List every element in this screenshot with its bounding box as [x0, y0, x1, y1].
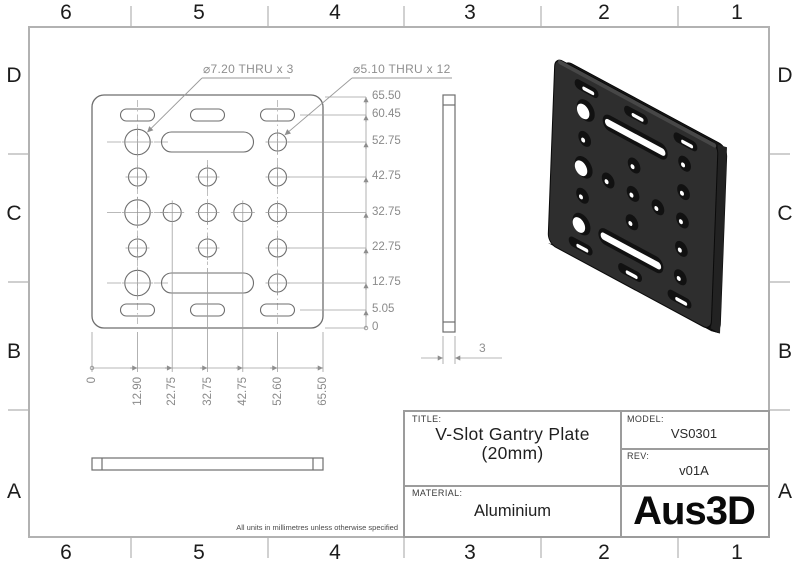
zone-col-bottom-6: 6 [60, 541, 72, 564]
rev-label: REV: [627, 451, 650, 461]
large-hole-callout: ⌀7.20 THRU x 3 [203, 62, 294, 76]
zone-ticks [8, 6, 790, 558]
zone-row-left-d: D [6, 64, 22, 87]
vdim-0: 0 [372, 321, 379, 333]
vdim-42-75: 42.75 [372, 170, 401, 182]
title-label: TITLE: [412, 414, 442, 424]
title-block-divider-vertical [620, 412, 622, 536]
vdim-60-45: 60.45 [372, 108, 401, 120]
zone-row-right-d: D [777, 64, 793, 87]
zone-row-right-c: C [777, 202, 793, 225]
title-block-divider-model-rev [620, 448, 768, 450]
zone-col-bottom-4: 4 [329, 541, 341, 564]
zone-col-top-1: 1 [731, 1, 743, 24]
hdim-52-60: 52.60 [271, 377, 284, 406]
zone-row-left-c: C [6, 202, 22, 225]
zone-col-top-4: 4 [329, 1, 341, 24]
horizontal-ordinate-dimensions [89, 224, 324, 372]
bottom-view [91, 457, 324, 471]
zone-row-right-a: A [777, 480, 792, 503]
drawing-border [28, 26, 770, 538]
zone-row-right-b: B [777, 340, 792, 363]
material-label: MATERIAL: [412, 488, 463, 498]
vdim-12-75: 12.75 [372, 276, 401, 288]
zone-col-bottom-3: 3 [464, 541, 476, 564]
small-hole-callout: ⌀5.10 THRU x 12 [353, 62, 451, 76]
title-block-divider-rev-logo [620, 485, 768, 487]
hdim-12-90: 12.90 [131, 377, 144, 406]
zone-col-top-5: 5 [193, 1, 205, 24]
vdim-5-05: 5.05 [372, 303, 395, 315]
title-block: TITLE: V-Slot Gantry Plate (20mm) MATERI… [403, 410, 770, 538]
model-value: VS0301 [670, 426, 718, 441]
hdim-42-75: 42.75 [237, 377, 249, 406]
front-view [91, 94, 324, 329]
vertical-ordinate-dimensions [288, 96, 369, 331]
zone-col-top-2: 2 [598, 1, 610, 24]
model-label: MODEL: [627, 414, 664, 424]
units-note: All units in millimetres unless otherwis… [236, 523, 398, 532]
rev-value: v01A [679, 463, 709, 478]
hdim-32-75: 32.75 [201, 377, 214, 406]
vdim-52-75: 52.75 [372, 135, 401, 147]
zone-row-left-b: B [6, 340, 21, 363]
hdim-0: 0 [86, 377, 98, 384]
zone-row-left-a: A [6, 480, 21, 503]
zone-col-bottom-5: 5 [193, 541, 205, 564]
thickness-dimension [421, 336, 502, 364]
drawing-title-line1: V-Slot Gantry Plate [435, 424, 590, 444]
title-block-divider-title-material [405, 485, 620, 487]
drawing-title-line2: (20mm) [481, 443, 544, 463]
isometric-view [547, 59, 728, 334]
hdim-22-75: 22.75 [166, 377, 178, 406]
zone-col-top-3: 3 [464, 1, 476, 24]
zone-col-bottom-2: 2 [598, 541, 610, 564]
leader-lines [147, 77, 452, 136]
vdim-65-50: 65.50 [372, 90, 401, 102]
side-view [442, 94, 456, 333]
thickness-dimension-label: 3 [479, 341, 486, 355]
vdim-32-75: 32.75 [372, 205, 401, 218]
hdim-65-50: 65.50 [317, 377, 329, 406]
zone-col-bottom-1: 1 [731, 541, 743, 564]
aus3d-logo: Aus3D [633, 489, 756, 533]
vdim-22-75: 22.75 [372, 241, 401, 253]
zone-col-top-6: 6 [60, 1, 72, 24]
material-value: Aluminium [473, 502, 552, 520]
